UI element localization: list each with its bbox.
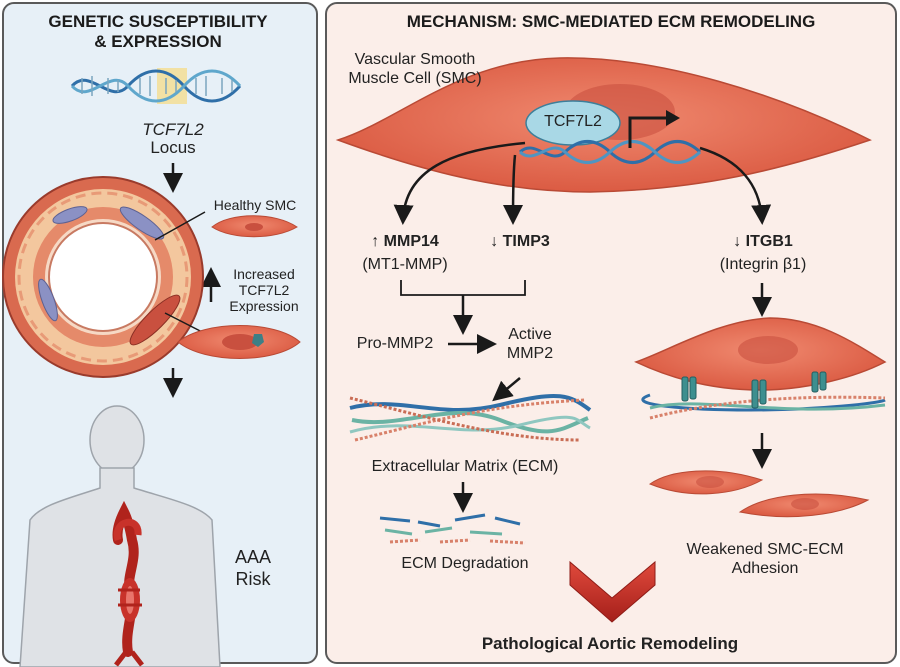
- ecm-label: Extracellular Matrix (ECM): [371, 458, 559, 475]
- healthy-smc-label: Healthy SMC: [213, 197, 297, 213]
- dna-strand-icon: [518, 140, 702, 164]
- itgb1-label: ↓ ITGB1: [733, 233, 793, 250]
- merge-bracket: [400, 280, 526, 296]
- ecm-degradation-label: ECM Degradation: [401, 555, 529, 572]
- dna-helix-icon: [70, 68, 242, 104]
- mmp14-label: ↑ MMP14: [371, 233, 439, 250]
- converging-arrow-icon: [569, 560, 656, 623]
- arrow-to-mmp14: [393, 141, 526, 225]
- active-mmp2-label: Active MMP2: [506, 326, 554, 362]
- aaa-risk-label: AAA Risk: [234, 547, 272, 589]
- mmp14-sub-label: (MT1-MMP): [362, 256, 448, 273]
- arrow-to-itgb1: [699, 146, 772, 225]
- increased-expression-label: Increased TCF7L2 Expression: [229, 266, 299, 314]
- smc-adhesion-icon: [634, 317, 887, 420]
- gene-name: TCF7L2: [142, 120, 204, 139]
- left-panel-title: GENETIC SUSCEPTIBILITY & EXPRESSION: [48, 12, 268, 51]
- tcf7l2-label: TCF7L2: [544, 113, 602, 130]
- pointer-line: [154, 211, 206, 241]
- timp3-label: ↓ TIMP3: [490, 233, 550, 250]
- arrow-to-timp3: [503, 154, 524, 225]
- degraded-ecm-icon: [379, 513, 526, 545]
- right-panel-title: MECHANISM: SMC-MEDIATED ECM REMODELING: [406, 12, 816, 31]
- human-body-icon: [19, 405, 221, 667]
- smc-label: Vascular Smooth Muscle Cell (SMC): [348, 51, 482, 87]
- itgb1-sub-label: (Integrin β1): [719, 256, 807, 273]
- transcription-arrow-icon: [628, 116, 668, 148]
- aorta-cross-section: [2, 176, 204, 378]
- conclusion-label: Pathological Aortic Remodeling: [481, 634, 739, 653]
- locus-label: Locus: [150, 138, 196, 157]
- arrow-icon: [492, 377, 521, 402]
- ecm-fibers-icon: [349, 393, 592, 442]
- pro-mmp2-label: Pro-MMP2: [356, 335, 434, 352]
- aortic-aneurysm-icon: [112, 500, 144, 667]
- weakened-adhesion-label: Weakened SMC-ECM Adhesion: [686, 541, 844, 577]
